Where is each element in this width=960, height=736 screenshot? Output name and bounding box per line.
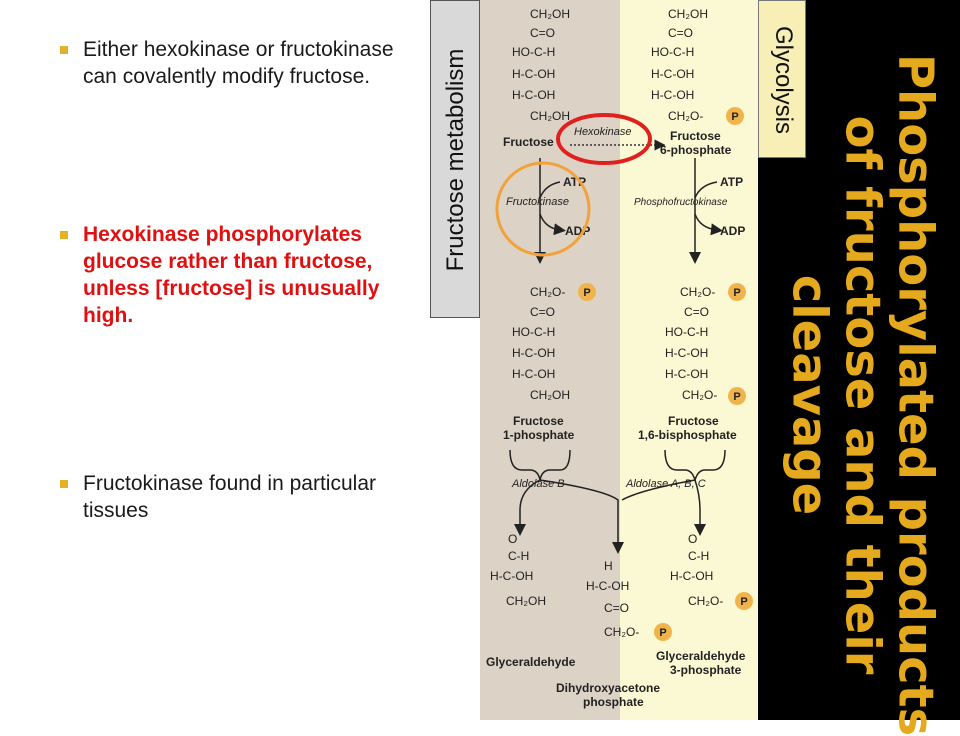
glycolysis-label: Glycolysis [758,0,806,158]
svg-text:CH₂OH: CH₂OH [530,388,570,402]
aldolase-abc-label: Aldolase A, B, C [625,478,706,490]
phosphate-icon [735,592,753,610]
dihydroxyacetone-phosphate-label: Dihydroxyacetone [556,681,660,695]
svg-text:CH₂O-: CH₂O- [604,625,639,639]
svg-text:CH₂O-: CH₂O- [530,285,565,299]
svg-text:H-C-OH: H-C-OH [670,569,713,583]
phosphate-icon [726,107,744,125]
svg-text:CH₂OH: CH₂OH [668,7,708,21]
svg-text:H-C-OH: H-C-OH [665,367,708,381]
phosphofructokinase-label: Phosphofructokinase [634,197,728,208]
svg-text:H-C-OH: H-C-OH [512,88,555,102]
svg-text:HO-C-H: HO-C-H [512,325,555,339]
svg-text:P: P [733,391,740,403]
svg-text:H: H [604,559,613,573]
fructose-metabolism-label: Fructose metabolism [430,0,480,318]
svg-text:P: P [731,111,738,123]
bullet-marker [60,480,68,488]
fructose-1-6-bisphosphate-label: Fructose [668,414,719,428]
adp-label: ADP [720,224,745,238]
svg-text:CH₂O-: CH₂O- [688,594,723,608]
svg-text:P: P [583,287,590,299]
slide-title: Phosphorylated products of fructose and … [781,53,944,736]
svg-text:O: O [688,532,697,546]
svg-text:H-C-OH: H-C-OH [665,346,708,360]
svg-text:P: P [740,596,747,608]
svg-text:H-C-OH: H-C-OH [512,67,555,81]
svg-text:CH₂OH: CH₂OH [530,109,570,123]
atp-label: ATP [720,175,743,189]
fructose-1-phosphate-label-line2: 1-phosphate [503,428,575,442]
svg-text:C=O: C=O [668,26,693,40]
svg-text:HO-C-H: HO-C-H [512,45,555,59]
svg-text:P: P [659,627,666,639]
bullet-text: Hexokinase phosphorylates glucose rather… [83,223,380,327]
svg-text:CH₂OH: CH₂OH [530,7,570,21]
glyceraldehyde-structure: O C-H H-C-OH CH₂OH [490,532,546,608]
metabolism-diagram: CH₂OH C=O HO-C-H H-C-OH H-C-OH CH₂OH Fru… [432,0,760,720]
svg-text:C=O: C=O [530,26,555,40]
fructose-6-phosphate-label: Fructose [670,129,721,143]
svg-text:O: O [508,532,517,546]
glyceraldehyde-3-phosphate-label-line2: 3-phosphate [670,663,742,677]
fructose-column [480,0,620,720]
hexokinase-label: Hexokinase [574,126,631,138]
svg-text:H-C-OH: H-C-OH [490,569,533,583]
slide-title-line2: of fructose and their [834,115,891,675]
svg-text:C-H: C-H [688,549,709,563]
svg-text:H-C-OH: H-C-OH [512,367,555,381]
svg-text:C=O: C=O [530,305,555,319]
svg-text:H-C-OH: H-C-OH [651,67,694,81]
phosphate-icon [654,623,672,641]
svg-text:P: P [733,287,740,299]
svg-text:CH₂O-: CH₂O- [680,285,715,299]
fructokinase-label: Fructokinase [506,196,569,208]
title-panel [758,158,960,720]
fructose-6-phosphate-structure: CH₂OH C=O HO-C-H H-C-OH H-C-OH CH₂O- [651,7,708,123]
slide-title-line1: Phosphorylated products [887,53,944,736]
fructose-6-phosphate-label-line2: 6-phosphate [660,143,732,157]
svg-text:H-C-OH: H-C-OH [586,579,629,593]
bullet-marker [60,231,68,239]
svg-text:C-H: C-H [508,549,529,563]
fructokinase-highlight-circle [495,161,591,257]
bullet-marker [60,46,68,54]
fructose-1-6-bisphosphate-structure: CH₂O- C=O HO-C-H H-C-OH H-C-OH CH₂O- [665,285,717,402]
glyceraldehyde-label: Glyceraldehyde [486,655,576,669]
bullet-item-hexokinase-prefers-glucose: Hexokinase phosphorylates glucose rather… [50,221,410,329]
svg-text:CH₂OH: CH₂OH [506,594,546,608]
bullet-text: Either hexokinase or fructokinase can co… [83,38,394,88]
svg-text:H-C-OH: H-C-OH [651,88,694,102]
atp-label: ATP [563,175,586,189]
fructose-1-phosphate-label: Fructose [513,414,564,428]
phosphate-icon [578,283,596,301]
bullet-text: Fructokinase found in particular tissues [83,472,376,522]
svg-text:CH₂O-: CH₂O- [682,388,717,402]
glyceraldehyde-3-phosphate-structure: O C-H H-C-OH CH₂O- [670,532,723,608]
fructose-label: Fructose [503,135,554,149]
svg-text:CH₂O-: CH₂O- [668,109,703,123]
title-panel-top [806,0,960,158]
dihydroxyacetone-phosphate-structure: H H-C-OH C=O CH₂O- [586,559,639,639]
svg-text:H-C-OH: H-C-OH [512,346,555,360]
phosphate-icon [728,283,746,301]
fructose-1-phosphate-structure: CH₂O- C=O HO-C-H H-C-OH H-C-OH CH₂OH [512,285,570,402]
dihydroxyacetone-phosphate-label-line2: phosphate [583,695,644,709]
fructose-structure: CH₂OH C=O HO-C-H H-C-OH H-C-OH CH₂OH [512,7,570,123]
slide-title-line3: cleavage [781,274,838,516]
svg-text:HO-C-H: HO-C-H [651,45,694,59]
bullet-item-hexokinase-or-fructokinase: Either hexokinase or fructokinase can co… [50,36,410,90]
svg-text:C=O: C=O [684,305,709,319]
bullet-item-fructokinase-tissues: Fructokinase found in particular tissues [50,470,410,524]
fructose-1-6-bisphosphate-label-line2: 1,6-bisphosphate [638,428,737,442]
glyceraldehyde-3-phosphate-label: Glyceraldehyde [656,649,746,663]
aldolase-b-label: Aldolase B [511,478,565,490]
svg-text:C=O: C=O [604,601,629,615]
phosphate-icon [728,387,746,405]
hexokinase-highlight-circle [556,113,652,165]
svg-text:HO-C-H: HO-C-H [665,325,708,339]
